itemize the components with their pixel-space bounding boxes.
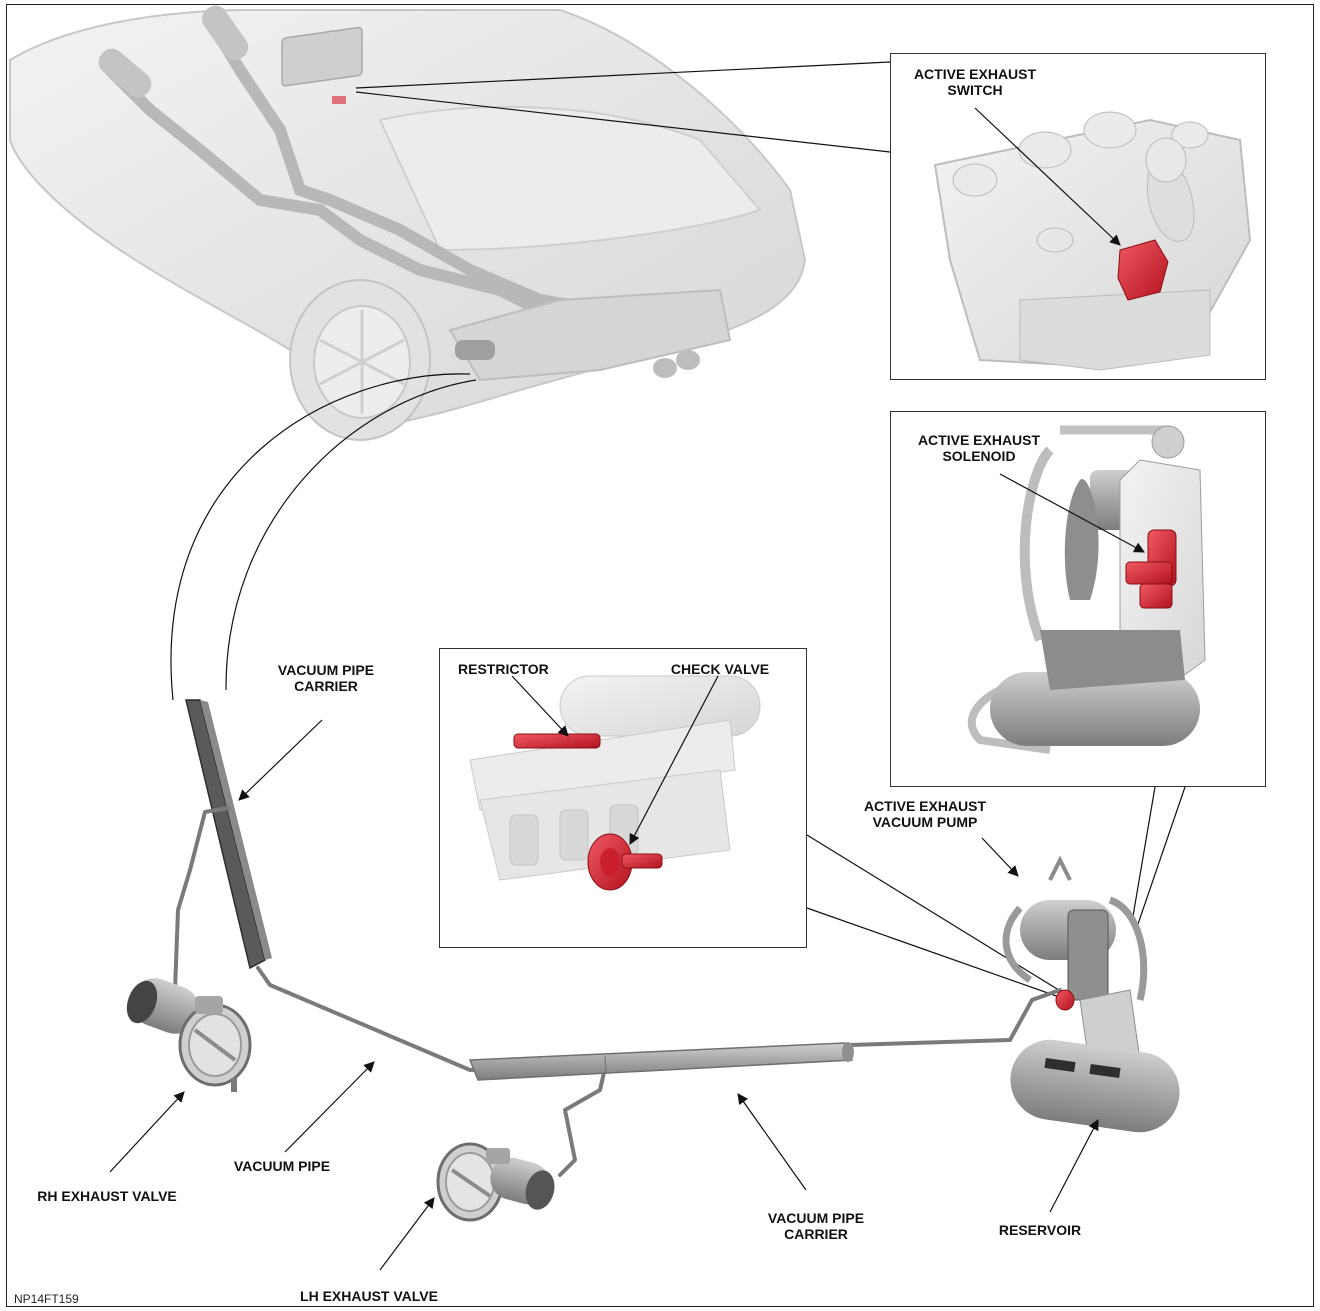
label-carrier-top-line2: CARRIER (270, 678, 382, 694)
label-reservoir: RESERVOIR (990, 1222, 1090, 1238)
label-carrier-bottom-line1: VACUUM PIPE (760, 1210, 872, 1226)
label-active-exhaust-solenoid: ACTIVE EXHAUST SOLENOID (906, 432, 1052, 464)
label-vacuum-pipe-carrier-bottom: VACUUM PIPE CARRIER (760, 1210, 872, 1242)
label-carrier-bottom-line2: CARRIER (760, 1226, 872, 1242)
rh-exhaust-valve-art (121, 971, 250, 1092)
label-carrier-top-line1: VACUUM PIPE (270, 662, 382, 678)
label-restrictor-text: RESTRICTOR (458, 661, 570, 677)
label-pump-line1: ACTIVE EXHAUST (852, 798, 998, 814)
label-reservoir-text: RESERVOIR (990, 1222, 1090, 1238)
label-check-valve: CHECK VALVE (660, 661, 780, 677)
label-active-exhaust-vacuum-pump: ACTIVE EXHAUST VACUUM PUMP (852, 798, 998, 830)
label-pump-line2: VACUUM PUMP (852, 814, 998, 830)
restrictor-inset-art (470, 676, 760, 890)
label-restrictor: RESTRICTOR (458, 661, 570, 677)
car-ghost (10, 1, 805, 440)
switch-inset-art (935, 108, 1250, 370)
vacuum-pipe-carrier-bottom (470, 1042, 854, 1080)
label-vacuum-pipe: VACUUM PIPE (220, 1158, 344, 1174)
label-solenoid-line2: SOLENOID (906, 448, 1052, 464)
label-switch-line2: SWITCH (902, 82, 1048, 98)
label-switch-line1: ACTIVE EXHAUST (902, 66, 1048, 82)
label-vacuum-pipe-text: VACUUM PIPE (220, 1158, 344, 1174)
label-lh-valve-text: LH EXHAUST VALVE (286, 1288, 452, 1304)
lh-exhaust-valve-art (438, 1144, 559, 1220)
label-check-valve-text: CHECK VALVE (660, 661, 780, 677)
label-rh-valve-text: RH EXHAUST VALVE (24, 1188, 190, 1204)
reference-code: NP14FT159 (14, 1292, 79, 1306)
label-solenoid-line1: ACTIVE EXHAUST (906, 432, 1052, 448)
label-lh-exhaust-valve: LH EXHAUST VALVE (286, 1288, 452, 1304)
label-rh-exhaust-valve: RH EXHAUST VALVE (24, 1188, 190, 1204)
solenoid-inset-art (972, 426, 1205, 750)
label-active-exhaust-switch: ACTIVE EXHAUST SWITCH (902, 66, 1048, 98)
label-vacuum-pipe-carrier-top: VACUUM PIPE CARRIER (270, 662, 382, 694)
